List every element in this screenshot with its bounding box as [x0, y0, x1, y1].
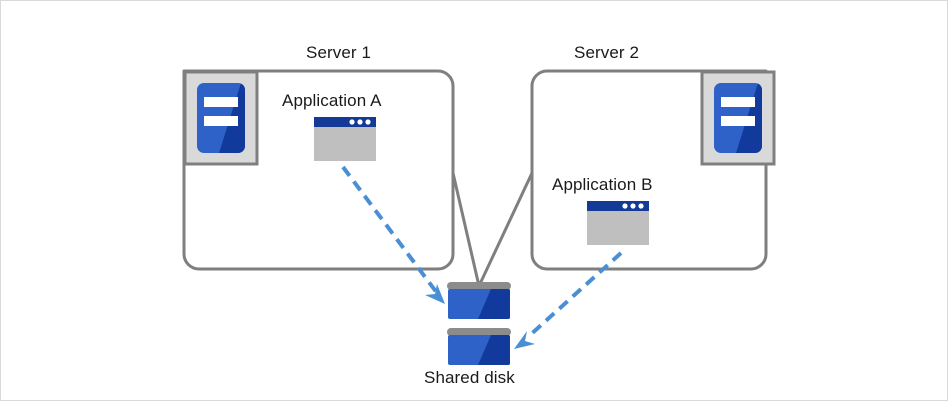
server-2-label: Server 2	[574, 43, 640, 62]
application-b-label: Application B	[552, 175, 653, 194]
shared-disk-icon	[447, 282, 511, 365]
arrow-application-a-to-disk	[341, 165, 445, 304]
arrow-application-b-to-disk	[514, 251, 623, 349]
link-server1-to-disk	[451, 171, 481, 288]
application-a-label: Application A	[282, 91, 382, 110]
server-rack-icon-2	[714, 83, 762, 153]
shared-disk-label: Shared disk	[424, 368, 515, 387]
application-b-window-icon	[587, 201, 649, 245]
application-a-window-icon	[314, 117, 376, 161]
link-server2-to-disk	[477, 171, 534, 288]
server-rack-icon-1	[197, 83, 245, 153]
server-1-label: Server 1	[306, 43, 372, 62]
